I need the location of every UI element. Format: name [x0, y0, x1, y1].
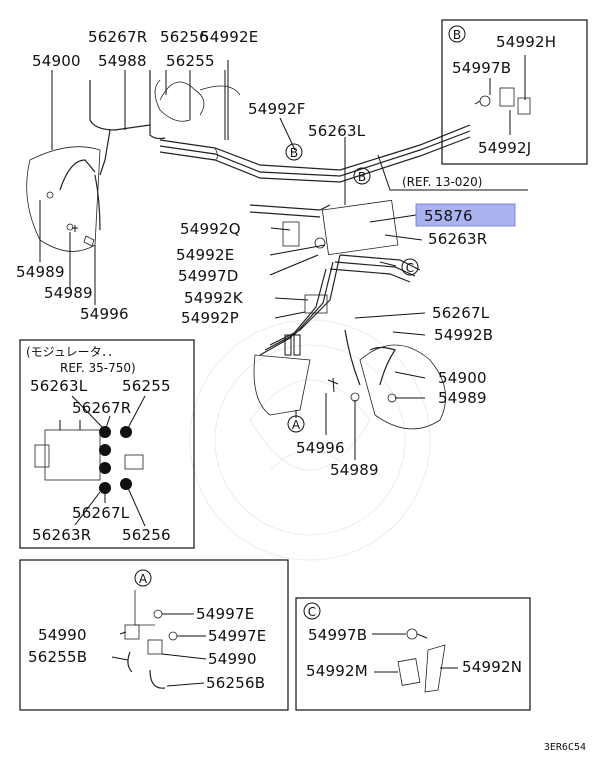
label-56267R: 56267R: [88, 28, 147, 46]
callout-b-upper: B: [285, 143, 303, 161]
diagram-code: 3ER6C54: [544, 742, 586, 753]
inset-a-label-54997E-2: 54997E: [208, 627, 266, 645]
inset-a-label-56255B: 56255B: [28, 648, 87, 666]
inset-a-label-54990-1: 54990: [38, 626, 87, 644]
modulator-label-56256: 56256: [122, 526, 171, 544]
callout-a-main: A: [287, 415, 305, 433]
label-56267L: 56267L: [432, 304, 490, 322]
modulator-label-56263L: 56263L: [30, 377, 88, 395]
label-54992B: 54992B: [434, 326, 493, 344]
label-56255: 56255: [166, 52, 215, 70]
modulator-label-56263R: 56263R: [32, 526, 91, 544]
inset-a: A 54997E 54990 54997E 56255B 54990 56256…: [19, 559, 289, 711]
inset-a-tag: A: [139, 572, 148, 586]
brake-lines-drawing: [26, 60, 471, 430]
inset-b-label-54992H: 54992H: [496, 33, 556, 51]
main-part-labels: 56267R 56256 54992E 54900 54988 56255 54…: [16, 28, 516, 479]
callout-b-lower-label: B: [358, 170, 366, 184]
label-54900-left: 54900: [32, 52, 81, 70]
inset-c-label-54997B: 54997B: [308, 626, 367, 644]
label-54900-right: 54900: [438, 369, 487, 387]
inset-c-label-54992N: 54992N: [462, 658, 522, 676]
label-56263L: 56263L: [308, 122, 366, 140]
inset-c: C 54997B 54992M 54992N: [295, 597, 531, 711]
label-54992E-top: 54992E: [200, 28, 258, 46]
leader-lines: [39, 70, 528, 460]
label-54997D: 54997D: [178, 267, 238, 285]
inset-b-label-54992J: 54992J: [478, 139, 531, 157]
label-56256: 56256: [160, 28, 209, 46]
modulator-title: (モジュレータ．．: [26, 345, 119, 359]
callout-a-main-label: A: [292, 418, 301, 432]
modulator-label-56255: 56255: [122, 377, 171, 395]
callout-c-main: C: [401, 258, 419, 276]
inset-b: B 54992H 54997B 54992J: [441, 19, 588, 165]
label-56263R: 56263R: [428, 230, 487, 248]
label-54992Q: 54992Q: [180, 220, 241, 238]
label-54988: 54988: [98, 52, 147, 70]
inset-b-label-54997B: 54997B: [452, 59, 511, 77]
inset-b-tag: B: [453, 28, 461, 42]
highlight-55876: [415, 203, 516, 227]
inset-a-label-54997E-1: 54997E: [196, 605, 254, 623]
inset-c-label-54992M: 54992M: [306, 662, 368, 680]
callout-b-lower: B: [353, 167, 371, 185]
label-54992F: 54992F: [248, 100, 306, 118]
label-54992P: 54992P: [181, 309, 239, 327]
inset-modulator: (モジュレータ．． REF. 35-750) 56263L 56255 5626…: [19, 339, 195, 549]
modulator-label-56267L: 56267L: [72, 504, 130, 522]
label-55876: 55876: [424, 207, 473, 225]
label-54989-center: 54989: [330, 461, 379, 479]
modulator-ref: REF. 35-750): [60, 361, 136, 375]
label-reference: (REF. 13-020): [402, 175, 482, 189]
inset-a-label-54990-2: 54990: [208, 650, 257, 668]
inset-a-label-56256B: 56256B: [206, 674, 265, 692]
callout-c-main-label: C: [406, 261, 414, 275]
modulator-label-56267R: 56267R: [72, 399, 131, 417]
label-54992K: 54992K: [184, 289, 244, 307]
label-54989-right: 54989: [438, 389, 487, 407]
label-54992E-mid: 54992E: [176, 246, 234, 264]
label-54996-center: 54996: [296, 439, 345, 457]
label-54989-left1: 54989: [16, 263, 65, 281]
callout-b-upper-label: B: [290, 146, 298, 160]
inset-c-tag: C: [308, 605, 316, 619]
label-54989-left2: 54989: [44, 284, 93, 302]
label-54996-left: 54996: [80, 305, 129, 323]
